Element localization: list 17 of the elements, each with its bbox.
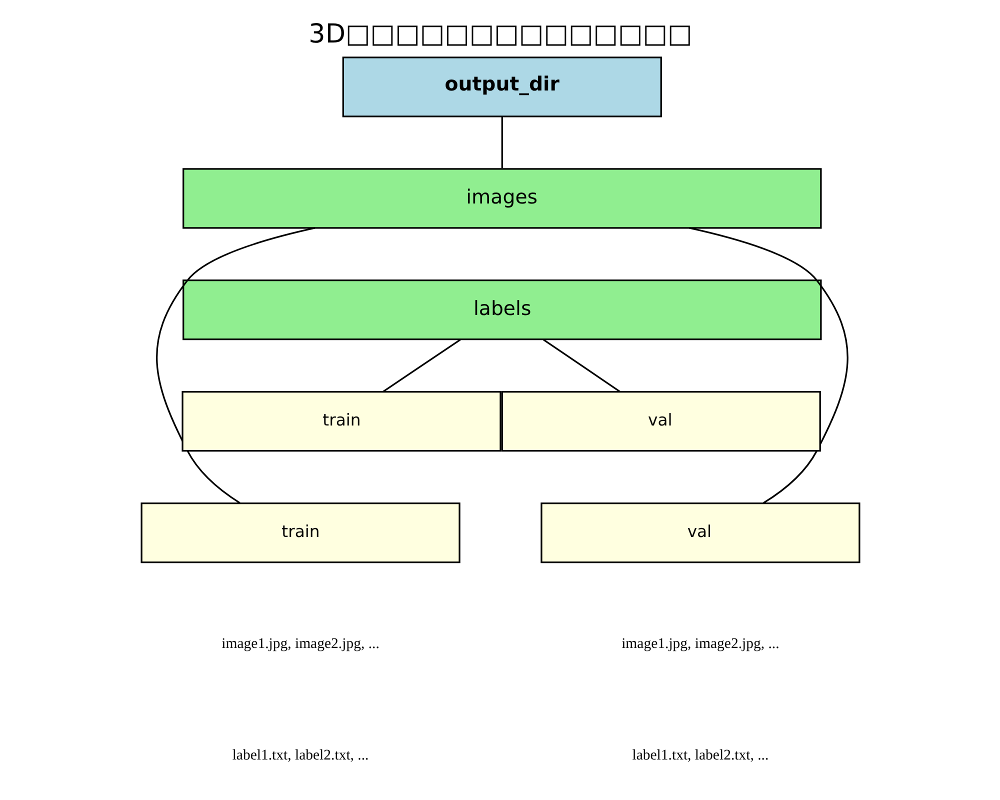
connector [500,117,502,168]
node-box: train [181,390,501,452]
label: label1.txt, label2.txt, ... [232,747,368,764]
connector [156,227,315,504]
label: image1.jpg, image2.jpg, ... [221,636,379,652]
node-box: val [500,390,820,452]
connector [688,227,848,504]
node-box: images [182,168,822,229]
label: label1.txt, label2.txt, ... [632,747,768,764]
connector [382,338,460,392]
node-box: val [540,502,860,564]
connector [542,338,620,392]
node-box: output_dir [342,56,662,118]
diagram-title: 3D□□□□□□□□□□□□□□ [308,19,692,50]
node-box: train [140,502,460,564]
node-box: labels [182,280,822,340]
label: image1.jpg, image2.jpg, ... [621,636,779,652]
